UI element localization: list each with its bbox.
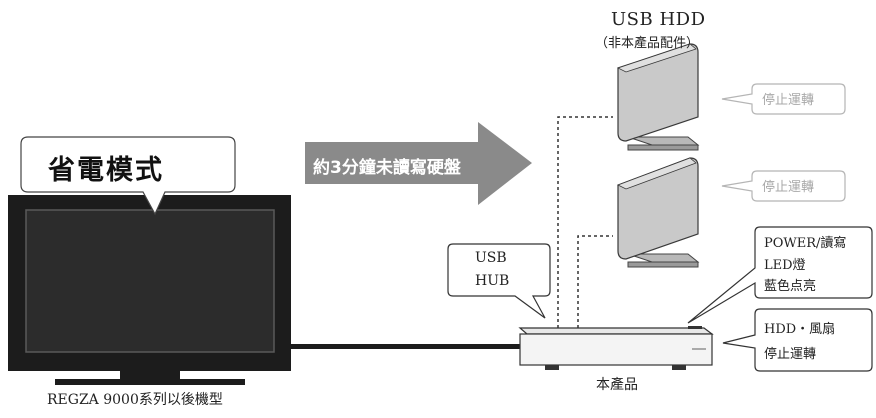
power-save-label: 省電模式: [48, 155, 164, 186]
power-led-label-2: LED燈: [764, 258, 806, 273]
usb-hub-bubble: [447, 243, 551, 319]
usb-hdd-1: [616, 43, 700, 151]
tv-set: [8, 195, 291, 385]
hdd-fan-label-1: HDD・風扇: [764, 322, 836, 337]
hdd-fan-label-2: 停止運轉: [764, 347, 817, 362]
hdd-status-bubble-2: [721, 170, 846, 202]
usb-hub-label-2: HUB: [475, 273, 510, 289]
hdd-fan-bubble: [722, 308, 873, 372]
hdd-note: （非本產品配件）: [595, 36, 700, 51]
tv-cable: [291, 344, 520, 349]
hdd-status-bubble-1: [721, 83, 846, 115]
arrow-label: 約3分鐘未讀寫硬盤: [313, 158, 461, 178]
power-led-label-3: 藍色点亮: [764, 279, 817, 294]
tv-model-label: REGZA 9000系列以後機型: [47, 392, 223, 408]
hdd-status-2: 停止運轉: [762, 180, 815, 195]
hdd-status-1: 停止運轉: [762, 93, 815, 108]
device-unit: [518, 326, 714, 370]
power-save-bubble: [20, 136, 236, 216]
usb-dashed-lines: [557, 116, 613, 328]
usb-hub-label-1: USB: [475, 250, 507, 266]
power-led-bubble: [687, 226, 873, 324]
power-led-label-1: POWER/讀寫: [764, 236, 847, 251]
device-label: 本產品: [596, 377, 638, 393]
hdd-title: USB HDD: [611, 9, 706, 30]
usb-hdd-2: [617, 157, 700, 268]
process-arrow: [305, 122, 532, 205]
